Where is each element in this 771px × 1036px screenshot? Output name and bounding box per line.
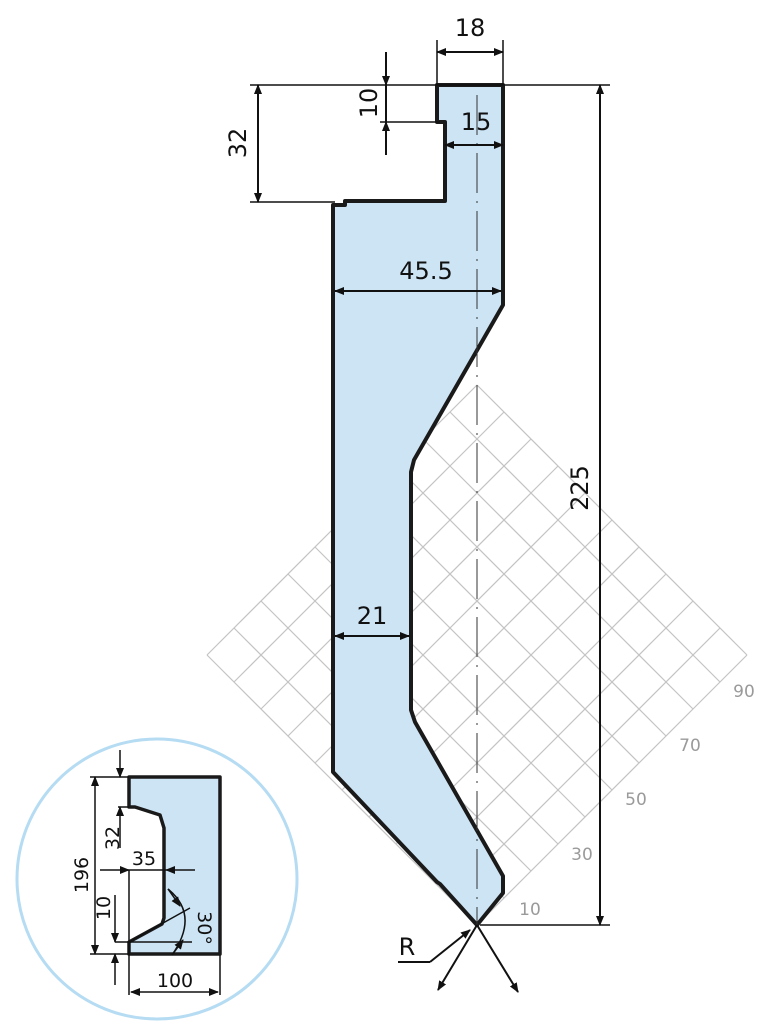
grid-label-10: 10 [519, 900, 541, 920]
dimension-lines [254, 48, 604, 993]
grid-line [368, 492, 640, 764]
dim-tip-width: 15 [461, 108, 492, 136]
grid-line [422, 438, 694, 710]
grid-label-70: 70 [679, 736, 701, 756]
grid-line [449, 411, 721, 683]
grid-label-90: 90 [733, 682, 755, 702]
grid-label-50: 50 [625, 790, 647, 810]
grid-label-30: 30 [571, 845, 593, 865]
punch-profile [331, 83, 505, 927]
dim-radius: R [399, 933, 416, 961]
dim-shoulder-height: 10 [355, 88, 383, 119]
dim-body-width: 45.5 [399, 257, 452, 285]
dim-step-height: 32 [224, 128, 252, 159]
inset-dim-total-height: 196 [71, 857, 93, 893]
grid-line [476, 384, 748, 656]
extension-lines [250, 40, 610, 926]
inset-dim-35: 35 [132, 848, 156, 870]
inset-dim-angle: 30° [193, 911, 215, 945]
inset-dim-top-step: 32 [102, 826, 124, 850]
inset-dim-bottom-step: 10 [93, 896, 115, 920]
inset-dim-100: 100 [157, 970, 193, 992]
dim-top-width: 18 [455, 14, 486, 42]
grid-line [395, 465, 667, 737]
dim-total-height: 225 [566, 465, 594, 511]
detail-inset: 196 32 35 10 30° 100 [15, 737, 299, 1021]
dim-neck-width: 21 [357, 602, 388, 630]
